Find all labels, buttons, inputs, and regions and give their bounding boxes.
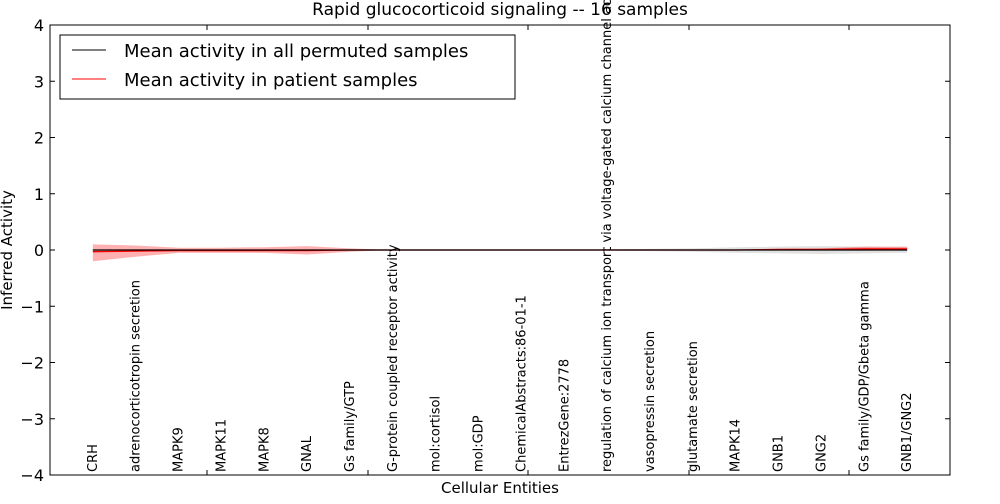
y-tick-label: −1 — [20, 297, 44, 316]
legend-box — [59, 34, 516, 100]
y-axis-label: Inferred Activity — [0, 190, 16, 310]
y-tick-label: 1 — [34, 185, 44, 204]
y-tick-label: −3 — [20, 410, 44, 429]
x-category-label: GNB1 — [772, 435, 787, 472]
x-axis-label: Cellular Entities — [441, 479, 559, 497]
x-category-label: EntrezGene:2778 — [557, 359, 572, 472]
legend-label-permuted: Mean activity in all permuted samples — [124, 41, 468, 62]
y-tick-label: 3 — [34, 72, 44, 91]
x-category-label: MAPK11 — [214, 419, 229, 472]
x-category-label: GNB1/GNG2 — [900, 392, 915, 472]
legend: Mean activity in all permuted samples Me… — [59, 34, 516, 100]
x-category-label: MAPK8 — [257, 427, 272, 472]
x-category-label: mol:cortisol — [429, 396, 444, 472]
y-tick-label: −4 — [20, 466, 44, 485]
legend-label-patient: Mean activity in patient samples — [124, 70, 418, 91]
x-category-label: GNG2 — [814, 434, 829, 472]
x-category-label: vasopressin secretion — [643, 331, 658, 472]
x-category-label: MAPK14 — [729, 419, 744, 472]
chart-title: Rapid glucocorticoid signaling -- 16 sam… — [312, 0, 688, 20]
y-tick-label: 2 — [34, 129, 44, 148]
x-category-label: Gs family/GDP/Gbeta gamma — [857, 281, 872, 472]
x-category-label: MAPK9 — [172, 427, 187, 472]
y-tick-label: 0 — [34, 241, 44, 260]
x-category-label: mol:GDP — [472, 415, 487, 472]
x-category-label: regulation of calcium ion transport via … — [600, 0, 615, 472]
x-category-label: ChemicalAbstracts:86-01-1 — [514, 295, 529, 472]
x-category-label: glutamate secretion — [686, 341, 701, 472]
series-1-band — [92, 244, 908, 262]
y-tick-label: 4 — [34, 16, 44, 35]
x-category-label: GNAL — [300, 435, 315, 472]
y-tick-label: −2 — [20, 354, 44, 373]
x-category-label: Gs family/GTP — [343, 381, 358, 472]
x-category-label: G-protein coupled receptor activity — [386, 244, 401, 472]
x-category-label: CRH — [86, 444, 101, 472]
x-category-label: adrenocorticotropin secretion — [129, 280, 144, 472]
